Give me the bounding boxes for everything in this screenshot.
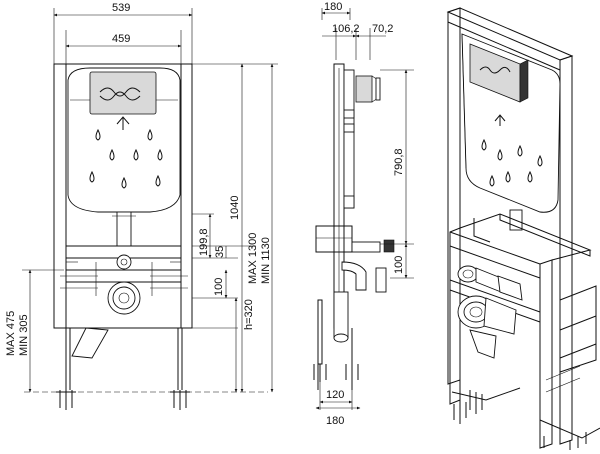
dim-side-width-base: 120 bbox=[326, 389, 344, 401]
dim-side-height-outlet: 100 bbox=[393, 256, 405, 274]
dim-side-depth-2: 70,2 bbox=[372, 23, 393, 35]
dim-side-height-flush: 790,8 bbox=[393, 148, 405, 176]
dim-width-inner: 459 bbox=[112, 33, 130, 45]
dim-height-total: 1040 bbox=[229, 196, 241, 220]
dim-height-max: MAX 1300 bbox=[247, 233, 259, 284]
dim-leg-max: MAX 475 bbox=[5, 311, 17, 356]
dim-side-depth-1: 106,2 bbox=[332, 23, 360, 35]
dim-side-width-top: 180 bbox=[324, 1, 342, 13]
dim-100: 100 bbox=[213, 278, 225, 296]
dim-35: 35 bbox=[214, 246, 226, 258]
water-drop-icons bbox=[89, 128, 163, 189]
dim-199-8: 199,8 bbox=[198, 228, 210, 256]
dim-h-320: h=320 bbox=[243, 299, 255, 330]
dim-height-min: MIN 1130 bbox=[260, 237, 272, 284]
arrow-up-icon bbox=[116, 116, 130, 130]
front-view: 539 459 bbox=[5, 2, 278, 410]
dim-side-width-bottom: 180 bbox=[326, 415, 344, 427]
water-inlet bbox=[116, 254, 132, 270]
iso-water-drop-icons bbox=[481, 138, 543, 187]
isometric-view bbox=[446, 7, 600, 450]
side-flush-actuator bbox=[355, 75, 373, 103]
iso-arrow-up-icon bbox=[494, 114, 506, 126]
dim-width-overall: 539 bbox=[112, 2, 130, 14]
side-view: 180 106,2 70,2 bbox=[313, 1, 414, 427]
dim-leg-min: MIN 305 bbox=[18, 314, 30, 356]
